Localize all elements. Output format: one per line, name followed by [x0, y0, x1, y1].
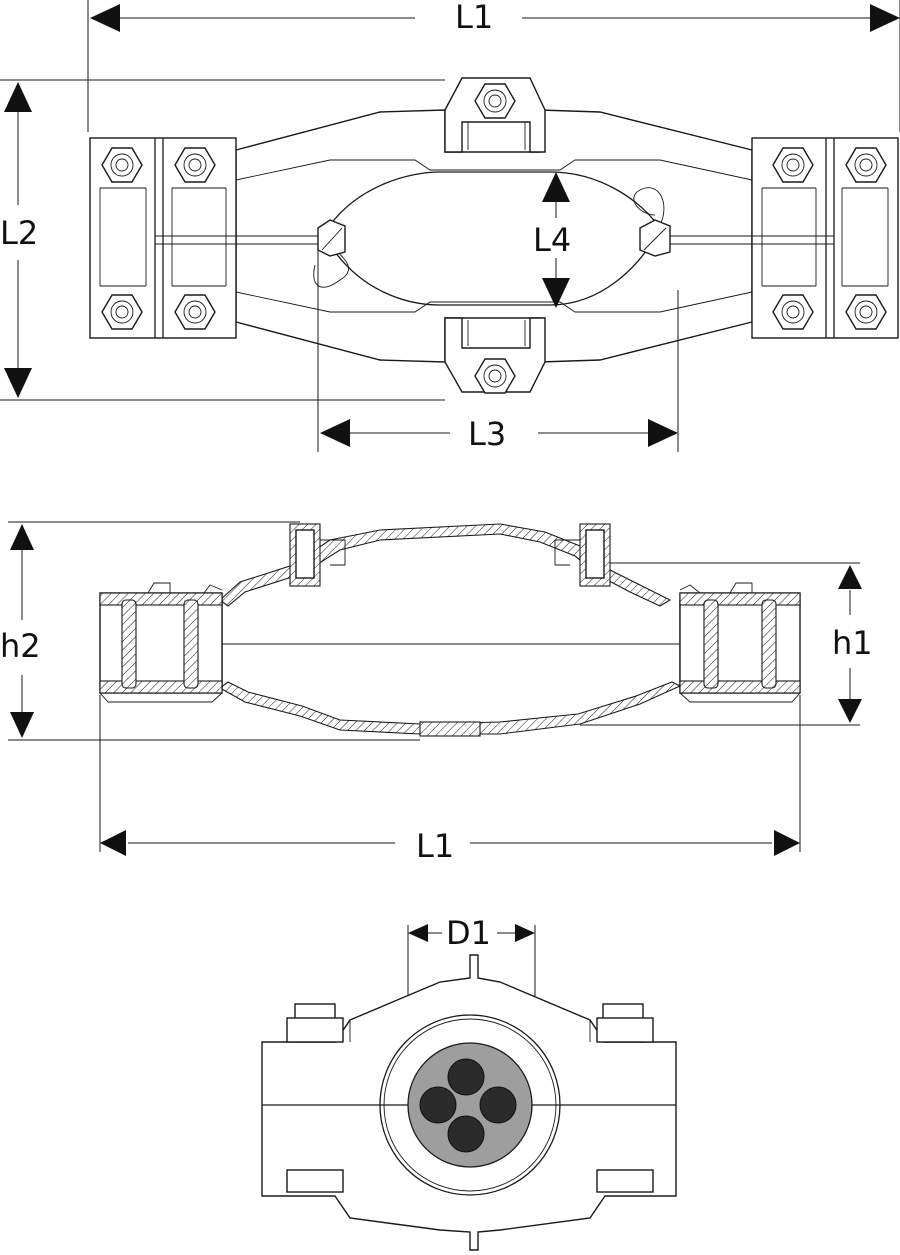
side-view: h2 h1 [0, 521, 873, 865]
label-d1: D1 [446, 914, 491, 952]
dimension-l1-top: L1 [87, 0, 900, 132]
cable-sheath [407, 1042, 533, 1168]
label-l1-side: L1 [416, 827, 454, 865]
label-h1: h1 [832, 624, 873, 662]
dimension-l3: L3 [317, 250, 679, 453]
cable-core [419, 1086, 457, 1124]
hex-nuts-top-view [101, 83, 887, 394]
top-view: L1 L2 [0, 0, 900, 453]
label-h2: h2 [0, 627, 41, 665]
dimension-l1-side: L1 [99, 695, 801, 865]
dimension-h2: h2 [0, 521, 420, 741]
label-l3: L3 [468, 415, 506, 453]
dimension-d1: D1 [407, 914, 536, 1080]
dimension-h1: h1 [580, 562, 873, 726]
cable-core [479, 1086, 517, 1124]
label-l2: L2 [0, 214, 38, 252]
cable-core [447, 1115, 485, 1153]
end-view: D1 [261, 914, 677, 1251]
cable-core [447, 1058, 485, 1096]
dimension-l4: L4 [533, 172, 571, 308]
dimension-l2: L2 [0, 79, 445, 401]
label-l1-top: L1 [455, 0, 493, 36]
label-l4: L4 [533, 221, 571, 259]
